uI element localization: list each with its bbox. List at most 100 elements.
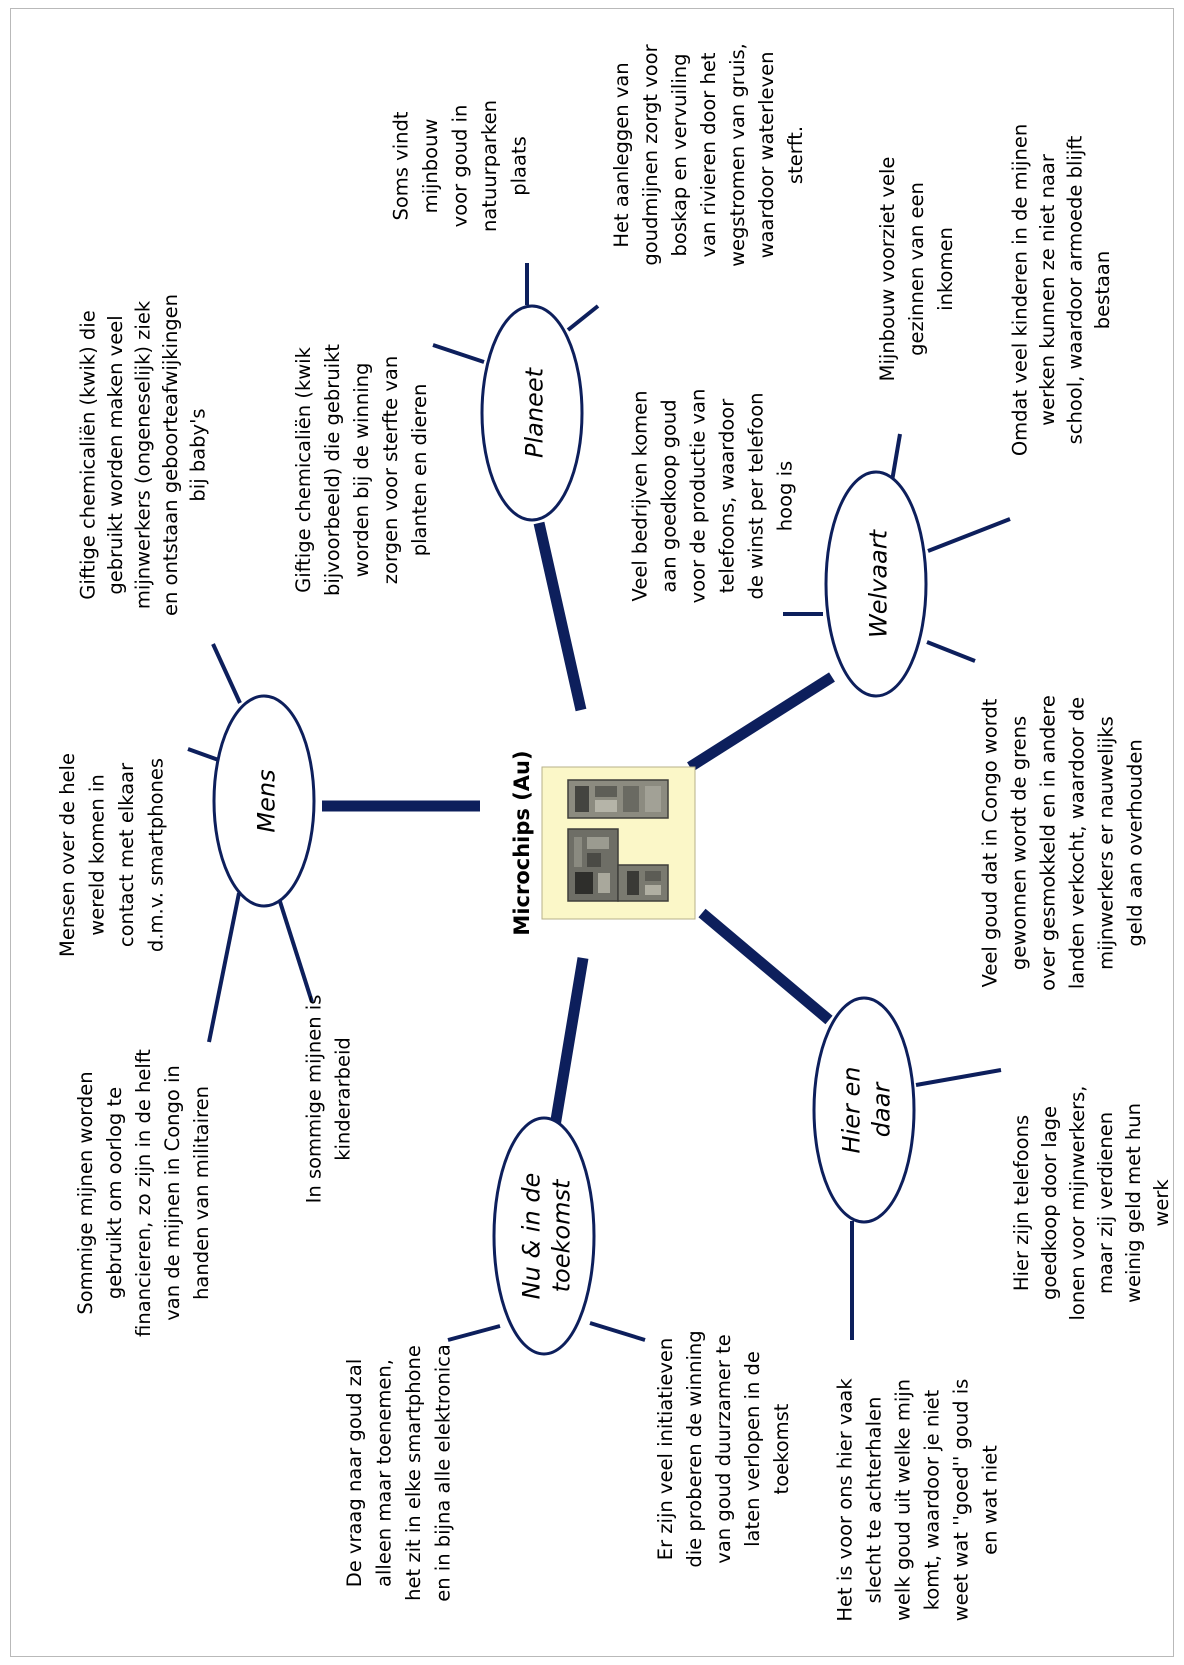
text-line: aan goedkoop goud (658, 399, 681, 592)
hub-mens-label: Mens (253, 769, 281, 832)
note-mens-kinderarbeid: In sommige mijnen is kinderarbeid (303, 995, 355, 1204)
text-line: voor de productie van (687, 389, 710, 604)
text-line: school, waardoor armoede blijft (1063, 135, 1086, 444)
connector-planeet-chemicalien (432, 343, 485, 364)
text-line: goudmijnen zorgt voor (639, 43, 662, 265)
note-planeet-chemicalien: Giftige chemicaliën (kwik bijvoorbeeld) d… (292, 344, 431, 596)
leaf-connectors (187, 263, 1011, 1342)
text-line: toekomst (770, 1403, 793, 1494)
hub-planeet-shape (480, 304, 584, 522)
connector-center-hier (698, 908, 833, 1025)
text-line: van goud duurzamer te (712, 1334, 735, 1563)
hub-mens: Mens (212, 694, 316, 908)
text-line: en in bijna alle elektronica (432, 1344, 455, 1602)
hub-welvaart: Welvaart (824, 470, 928, 698)
text-line: Giftige chemicaliën (kwik (292, 346, 315, 593)
text-line: slecht te achterhalen (863, 1397, 886, 1604)
hub-nu-toekomst: Nu & in detoekomst (492, 1116, 596, 1356)
connector-nu-initiatieven (589, 1321, 646, 1342)
connector-mens-chemicalien (211, 643, 242, 704)
text-line: gewonnen wordt de grens (1008, 716, 1031, 970)
note-hier-achterhalen: Het is voor ons hier vaak slecht te achte… (834, 1378, 1002, 1622)
text-line: Mensen over de hele (56, 753, 79, 957)
text-line: werk (1150, 1179, 1173, 1227)
hub-nu-shape (492, 1116, 596, 1356)
text-line: maar zij verdienen (1094, 1112, 1117, 1294)
text-line: de winst per telefoon (745, 392, 768, 599)
hub-mens-shape (212, 694, 316, 908)
page-frame (10, 8, 1174, 1657)
text-line: lonen voor mijnwerkers, (1066, 1086, 1089, 1321)
text-line: laten verlopen in de (741, 1351, 764, 1547)
text-line: Mijnbouw voorziet vele (876, 157, 899, 382)
text-line: Er zijn veel initiatieven (654, 1338, 677, 1560)
text-line: gebruikt om oorlog te (103, 1087, 126, 1299)
hub-welvaart-label: Welvaart (865, 528, 893, 638)
text-line: contact met elkaar (115, 762, 138, 947)
text-line: bijvoorbeeld) die gebruikt (321, 344, 344, 596)
hub-hier-label: Hier endaar (838, 1067, 896, 1154)
text-line: die proberen de winning (683, 1330, 706, 1567)
connector-mens-oorlog (207, 892, 241, 1043)
text-line: wereld komen in (86, 774, 109, 935)
text-line: alleen maar toenemen, (373, 1359, 396, 1587)
text-line: d.m.v. smartphones (145, 758, 168, 952)
text-line: goedkoop door lage (1038, 1106, 1061, 1300)
text-line: Planeet (521, 366, 549, 458)
text-line: Het is voor ons hier vaak (834, 1378, 857, 1622)
text-line: Omdat veel kinderen in de mijnen (1008, 124, 1031, 456)
text-line: voor goud in (448, 105, 471, 228)
note-mens-oorlog: Sommige mijnen worden gebruikt om oorlog … (74, 1049, 213, 1337)
connector-mens-kinderarbeid (274, 888, 314, 1003)
text-line: mijnwerkers er nauwelijks (1095, 716, 1118, 970)
text-line: telefoons, waardoor (716, 398, 739, 593)
text-line: van rivieren door het (697, 52, 720, 257)
text-line: Welvaart (865, 528, 893, 638)
connector-nu-vraag (447, 1324, 501, 1342)
hub-nu-label: Nu & in detoekomst (518, 1173, 576, 1300)
text-line: Hier zijn telefoons (1010, 1115, 1033, 1291)
text-line: natuurparken (478, 100, 501, 232)
text-line: zorgen voor sterfte van (379, 356, 402, 584)
hub-hier-shape (812, 996, 916, 1224)
connector-hier-lonen (915, 1068, 1002, 1087)
text-line: In sommige mijnen is (303, 995, 326, 1204)
text-line: toekomst (548, 1178, 576, 1292)
text-line: en wat niet (979, 1445, 1002, 1555)
text-line: Nu & in de (518, 1173, 546, 1300)
text-line: Het aanleggen van (610, 62, 633, 247)
connector-planeet-vervuiling (566, 304, 600, 332)
text-line: De vraag naar goud zal (343, 1359, 366, 1588)
text-line: daar (868, 1081, 896, 1138)
connector-welvaart-armoede (927, 517, 1011, 553)
text-line: en ontstaan geboorteafwijkingen (159, 294, 182, 616)
note-nu-vraag: De vraag naar goud zal alleen maar toenem… (343, 1344, 455, 1602)
text-line: Soms vindt (389, 111, 412, 220)
text-line: hoog is (774, 461, 797, 531)
text-line: waardoor waterleven (755, 52, 778, 259)
text-line: Sommige mijnen worden (74, 1071, 97, 1314)
text-line: Veel goud dat in Congo wordt (979, 698, 1002, 987)
text-line: Hier en (838, 1067, 866, 1154)
hub-hier-en-daar: Hier endaar (812, 996, 916, 1224)
text-line: over gesmokkeld en in andere (1037, 695, 1060, 991)
text-line: wegstromen van gruis, (726, 43, 749, 267)
note-planeet-vervuiling: Het aanleggen van goudmijnen zorgt voor bo… (610, 43, 807, 267)
text-line: Giftige chemicaliën (kwik) die (77, 310, 100, 599)
text-line: boskap en vervuiling (668, 54, 691, 257)
text-line: weinig geld met hun (1122, 1103, 1145, 1303)
center-connectors (322, 521, 835, 1127)
text-line: financieren, zo zijn in de helft (132, 1049, 155, 1337)
notes: Mensen over de hele wereld komen in contac… (56, 43, 1173, 1622)
text-line: mijnwerkers (ongeneselijk) ziek (132, 300, 155, 609)
connector-welvaart-smokkel (926, 640, 976, 663)
text-line: kinderarbeid (332, 1037, 355, 1161)
connector-center-planeet (533, 521, 587, 712)
text-line: welk goud uit welke mijn (892, 1379, 915, 1621)
text-line: handen van militairen (190, 1086, 213, 1300)
connector-center-welvaart (687, 672, 835, 772)
